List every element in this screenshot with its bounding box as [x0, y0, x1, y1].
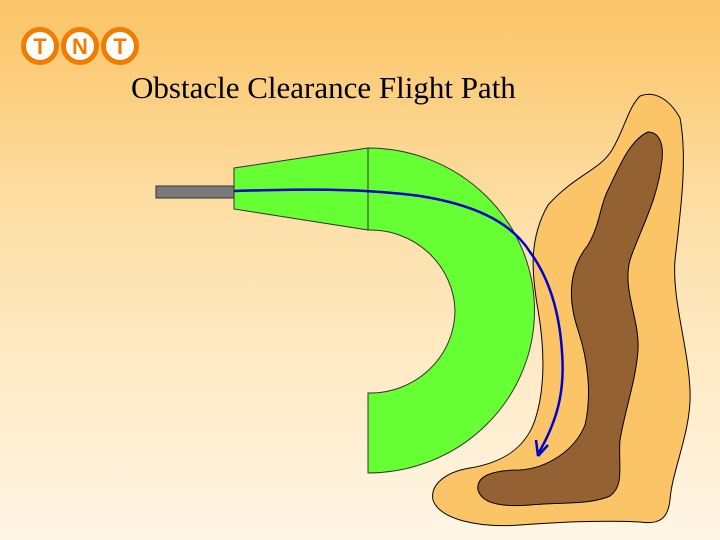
tnt-logo: T N T: [21, 27, 139, 65]
svg-text:T: T: [33, 34, 47, 59]
svg-text:N: N: [72, 34, 88, 59]
flight-path-arrowhead: [534, 439, 549, 457]
runway: [155, 185, 235, 199]
svg-text:T: T: [113, 34, 127, 59]
logo-letter-1: T: [21, 27, 59, 65]
logo-letter-2: N: [61, 27, 99, 65]
clearance-area-turn: [367, 147, 535, 474]
logo-letter-3: T: [101, 27, 139, 65]
flight-path-line: [233, 188, 564, 455]
terrain-inner: [477, 131, 663, 507]
slide-title-text: Obstacle Clearance Flight Path: [131, 70, 516, 105]
